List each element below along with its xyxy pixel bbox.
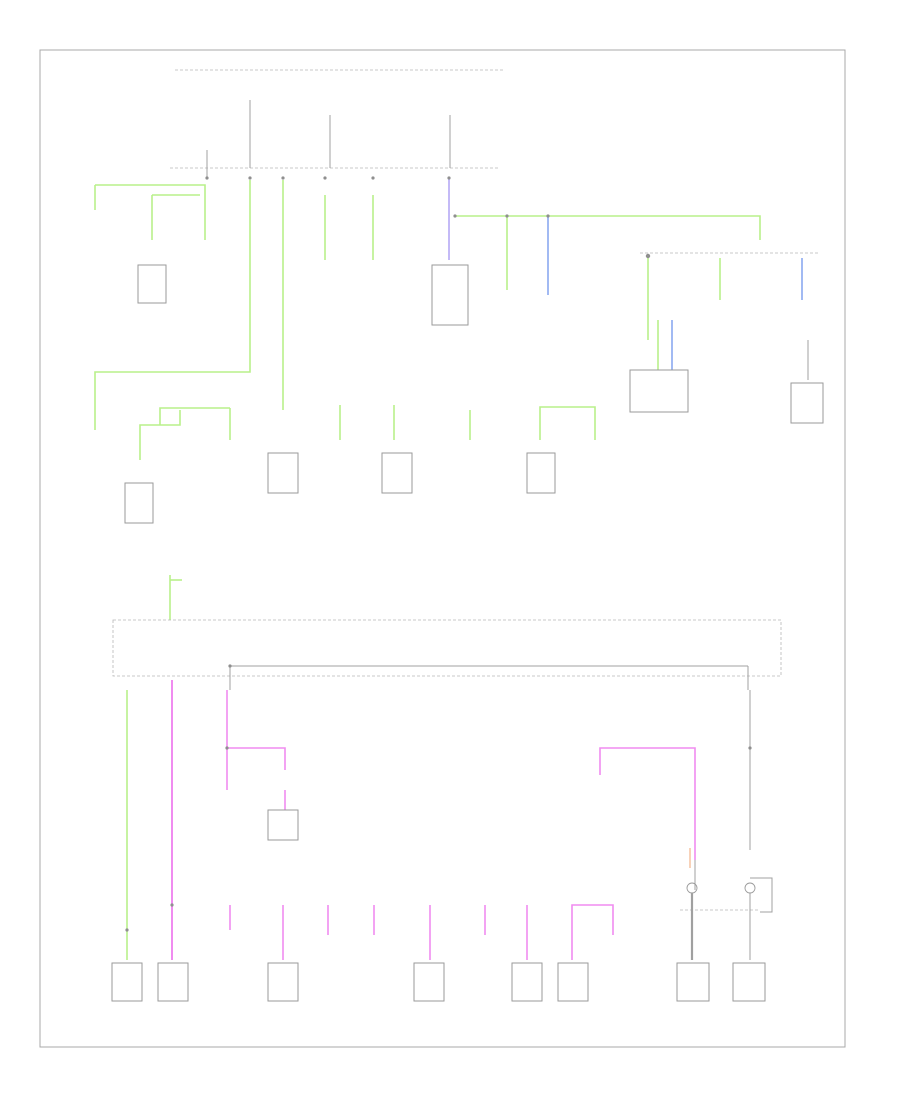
component-switch-8 xyxy=(732,962,766,1002)
component-relay-4 xyxy=(124,482,154,524)
component-switch-7 xyxy=(676,962,710,1002)
connection-points xyxy=(125,176,752,932)
component-relay-3 xyxy=(790,382,824,424)
wire-green-1 xyxy=(95,184,206,190)
component-switch-1 xyxy=(111,962,143,1002)
component-relay-2 xyxy=(629,369,689,413)
component-relay-6 xyxy=(381,452,413,494)
diagram-frame xyxy=(39,49,846,1048)
wire-green-16 xyxy=(159,407,230,425)
wire-pink-3 xyxy=(227,747,286,770)
wire-green-10 xyxy=(455,215,761,240)
component-relay-8 xyxy=(267,809,299,841)
component-switch-6 xyxy=(557,962,589,1002)
component-relay-7 xyxy=(526,452,556,494)
component-relay-1 xyxy=(137,264,167,304)
component-switch-3 xyxy=(267,962,299,1002)
component-fuse-box-top xyxy=(431,264,469,326)
component-relay-5 xyxy=(267,452,299,494)
wire-green-6 xyxy=(94,180,251,430)
wire-pink-13 xyxy=(571,904,614,960)
component-switch-4 xyxy=(413,962,445,1002)
lamp-bracket xyxy=(750,877,773,913)
lamp-2 xyxy=(744,882,756,894)
component-fuse-box-bottom xyxy=(112,619,782,677)
wire-pink-5 xyxy=(599,747,696,860)
component-switch-2 xyxy=(157,962,189,1002)
wire-green-21 xyxy=(539,406,596,440)
component-switch-5 xyxy=(511,962,543,1002)
